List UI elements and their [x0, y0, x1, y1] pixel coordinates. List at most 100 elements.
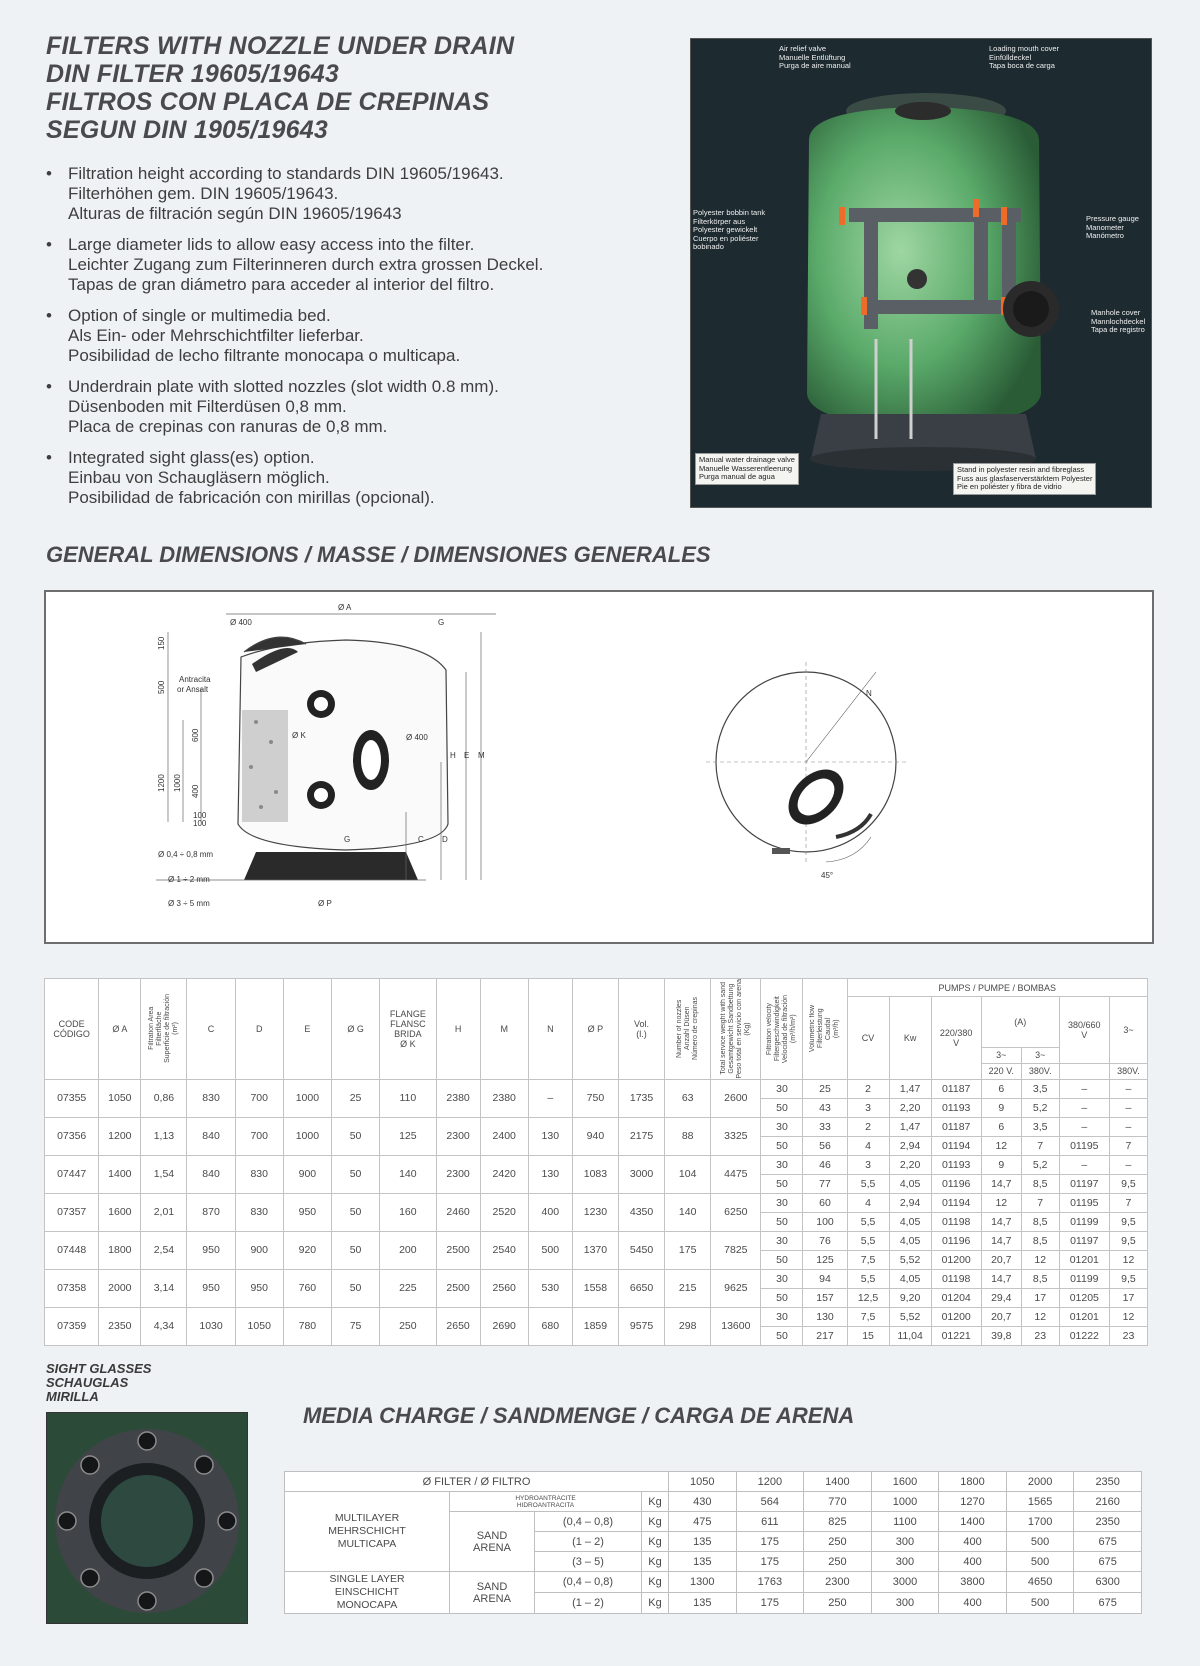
table-cell-k: 160	[379, 1192, 437, 1232]
feature-text-es: Alturas de filtración según DIN 19605/19…	[68, 204, 402, 223]
pump-cell: 01200	[930, 1249, 982, 1270]
table-cell-k: 140	[379, 1154, 437, 1194]
pump-cell: 39,8	[980, 1325, 1022, 1346]
pump-cell: 2,20	[888, 1154, 932, 1175]
pump-cell: 9,5	[1108, 1173, 1149, 1194]
pump-cell: 7	[1020, 1135, 1060, 1156]
table-cell-e: 760	[282, 1268, 332, 1308]
table-cell-p: 940	[571, 1116, 619, 1156]
pump-cell: –	[1058, 1097, 1110, 1118]
feature-text-es: Posibilidad de fabricación con mirillas …	[68, 488, 435, 507]
label-150: 150	[157, 636, 166, 650]
pump-cell: 4	[846, 1192, 890, 1213]
pump-cell: 6	[980, 1078, 1022, 1099]
pump-cell: 29,4	[980, 1287, 1022, 1308]
pump-cell: 77	[802, 1173, 848, 1194]
table-cell-m: 2560	[479, 1268, 529, 1308]
col-kw: Kw	[888, 996, 932, 1080]
table-cell-vol: 6650	[617, 1268, 666, 1308]
table-cell-p: 750	[571, 1078, 619, 1118]
col-a220: 220 V.	[980, 1062, 1022, 1080]
pump-cell: 12	[1108, 1306, 1149, 1327]
table-cell-vol: 3000	[617, 1154, 666, 1194]
media-cell: 430	[668, 1491, 737, 1512]
pump-cell: 12,5	[846, 1287, 890, 1308]
pump-cell: 01200	[930, 1306, 982, 1327]
grain-size: (1 – 2)	[534, 1531, 642, 1552]
feature-text-de: Leichter Zugang zum Filterinneren durch …	[68, 255, 544, 274]
media-size: 2000	[1005, 1471, 1075, 1492]
table-cell-d: 1050	[234, 1306, 284, 1346]
table-cell-k: 250	[379, 1306, 437, 1346]
table-cell-n: –	[527, 1078, 573, 1118]
media-size: 1600	[870, 1471, 940, 1492]
feature-text-en: Option of single or multimedia bed.	[68, 306, 331, 325]
table-cell-c: 1030	[186, 1306, 236, 1346]
pump-cell: 2	[846, 1078, 890, 1099]
label-d: D	[442, 835, 448, 844]
pump-cell: 9,5	[1108, 1268, 1149, 1289]
media-cell: 400	[938, 1531, 1007, 1552]
pump-cell: 50	[760, 1249, 804, 1270]
label-grain-3: Ø 3 ÷ 5 mm	[168, 899, 210, 908]
col-e: E	[282, 978, 332, 1080]
table-cell-code: 07355	[43, 1078, 100, 1118]
pump-cell: 01187	[930, 1116, 982, 1137]
table-cell-a: 1600	[98, 1192, 142, 1232]
table-cell-k: 110	[379, 1078, 437, 1118]
pump-cell: 01221	[930, 1325, 982, 1346]
table-cell-h: 2500	[435, 1230, 481, 1270]
label-dia-400-top: Ø 400	[230, 618, 252, 627]
unit: Kg	[641, 1491, 669, 1512]
table-cell-wt: 6250	[710, 1192, 762, 1232]
pump-cell: 01198	[930, 1268, 982, 1289]
pump-cell: 17	[1020, 1287, 1060, 1308]
pump-cell: 8,5	[1020, 1230, 1060, 1251]
pump-cell: –	[1108, 1116, 1149, 1137]
feature-text-en: Integrated sight glass(es) option.	[68, 448, 315, 467]
media-cell: 1763	[735, 1571, 805, 1593]
table-cell-vol: 2175	[617, 1116, 666, 1156]
col-n: N	[527, 978, 573, 1080]
media-table: Ø FILTER / Ø FILTRO 1050 1200 1400 1600 …	[284, 1471, 1142, 1614]
media-cell: 300	[870, 1551, 940, 1572]
pump-cell: 1,47	[888, 1116, 932, 1137]
media-size: 1800	[938, 1471, 1007, 1492]
pump-cell: 7,5	[846, 1306, 890, 1327]
dimension-drawing: Ø A Ø 400 G 150 500 Antracita or Ansalt …	[156, 603, 906, 908]
table-cell-h: 2300	[435, 1116, 481, 1156]
pump-cell: 30	[760, 1078, 804, 1099]
pump-cell: 8,5	[1020, 1173, 1060, 1194]
col-v380-blank	[1058, 1062, 1110, 1080]
media-cell: 2160	[1073, 1491, 1142, 1512]
pump-cell: 7,5	[846, 1249, 890, 1270]
pump-cell: 50	[760, 1287, 804, 1308]
feature-text-de: Als Ein- oder Mehrschichtfilter lieferba…	[68, 326, 364, 345]
table-cell-vol: 5450	[617, 1230, 666, 1270]
page-header: FILTERS WITH NOZZLE UNDER DRAIN DIN FILT…	[46, 32, 646, 144]
table-cell-d: 700	[234, 1116, 284, 1156]
pump-cell: 2,94	[888, 1135, 932, 1156]
pump-cell: –	[1108, 1097, 1149, 1118]
table-cell-code: 07356	[43, 1116, 100, 1156]
media-size: 1400	[803, 1471, 872, 1492]
pump-cell: 30	[760, 1268, 804, 1289]
media-cell: 135	[668, 1551, 737, 1572]
table-cell-p: 1859	[571, 1306, 619, 1346]
col-last380: 380V.	[1108, 1062, 1149, 1080]
table-cell-p: 1558	[571, 1268, 619, 1308]
label-g-top: G	[438, 618, 444, 627]
table-cell-m: 2520	[479, 1192, 529, 1232]
pump-cell: 4,05	[888, 1268, 932, 1289]
pump-cell: 50	[760, 1325, 804, 1346]
feature-text-es: Placa de crepinas con ranuras de 0,8 mm.	[68, 417, 388, 436]
